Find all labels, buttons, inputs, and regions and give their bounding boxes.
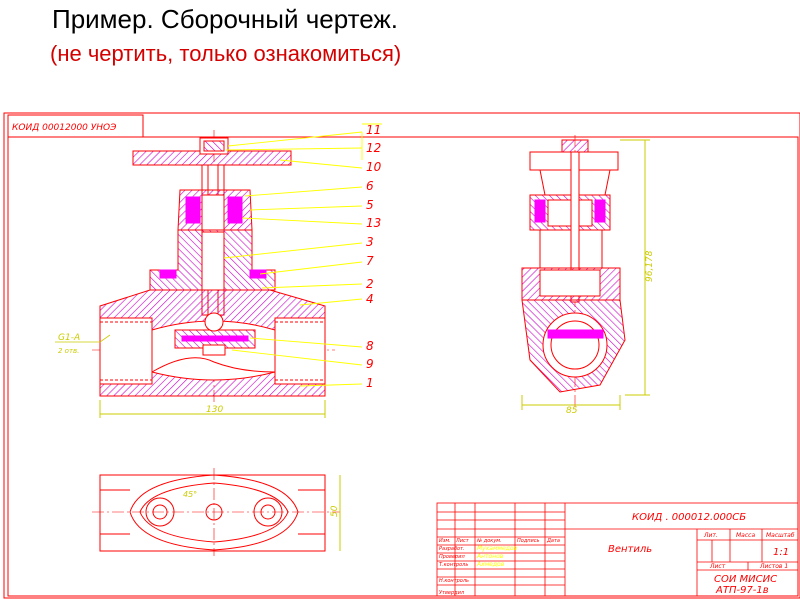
title-block-sheet: Лист [709,563,726,570]
title-block-scale-label: Масштаб [766,532,795,539]
top-view [92,468,341,556]
slide-title: Пример. Сборочный чертеж. [52,4,399,34]
title-block-row-label: Т.контроль [439,562,468,568]
dim-thread: G1-A [58,333,80,343]
title-block-row-label: Н.контроль [439,578,469,584]
callout-number: 9 [366,357,374,371]
callout-number: 4 [366,292,374,306]
dim-front-width: 130 [206,405,223,415]
title-block-col-label: № докум. [476,538,502,544]
title-block-name: Вентиль [608,544,652,555]
sheet-inner-frame [7,136,799,597]
callout-number: 13 [366,216,381,230]
title-block-col-label: Подпись [517,538,540,544]
slide-subtitle: (не чертить, только ознакомиться) [50,41,402,66]
dim-side-width: 85 [566,406,578,416]
title-block-name-entry: Ахмедов [476,561,505,568]
title-block-name-entry: Мухаммедов [477,545,518,552]
title-block-scale-value: 1:1 [773,547,789,558]
title-block-row-label: Изм. [439,538,451,544]
title-block-col-label: Лист [455,538,470,544]
sheet-outer-frame [3,112,800,599]
corner-stamp-text: КОИД 00012000 УНОЭ [12,123,117,133]
callout-numbers: 11 12 10 6 5 13 3 7 24 8 9 1 [366,123,382,390]
title-block-cols: Лист № докум. Подпись Дата [455,538,560,544]
dim-side-height: 96,178 [645,250,655,282]
title-block-name-entry: Антонов [476,553,504,560]
callout-number: 6 [366,179,374,193]
callout-number: 11 [366,123,381,137]
callout-number: 2 [366,277,374,291]
title-block-rows: Изм. Разработ. ПроверилТ.контрольН.контрол… [439,538,469,596]
corner-stamp-box [7,114,144,138]
callout-number: 1 [366,376,374,390]
title-block-org: СОИ МИСИС [714,574,777,585]
title-block-row-label: Утвердил [439,590,465,596]
dim-thread-sub: 2 отв. [58,347,79,355]
callout-number: 10 [366,160,382,174]
title-block-code: КОИД . 000012.000СБ [632,512,746,523]
callout-leaders [223,123,382,387]
title-block-col-label: Дата [546,538,560,544]
dim-top-angle: 45° [183,490,197,499]
title-block [436,502,799,597]
callout-number: 3 [366,235,374,249]
callout-number: 7 [366,254,374,268]
title-block-lit: Лит. [703,532,718,539]
callout-number: 5 [366,198,374,212]
title-block-sheets: Листов 1 [759,563,788,570]
title-block-row-label: Разработ. [439,546,465,552]
title-block-row-label: Проверил [439,554,465,560]
thread-leader-tip [99,334,111,343]
front-view [92,130,335,418]
dim-top-width: 50 [330,505,340,517]
callout-number: 12 [366,141,381,155]
title-block-group: АТП-97-1в [715,585,769,596]
side-view [521,135,650,410]
title-block-mass: Масса [736,532,755,539]
callout-number: 8 [366,339,374,353]
